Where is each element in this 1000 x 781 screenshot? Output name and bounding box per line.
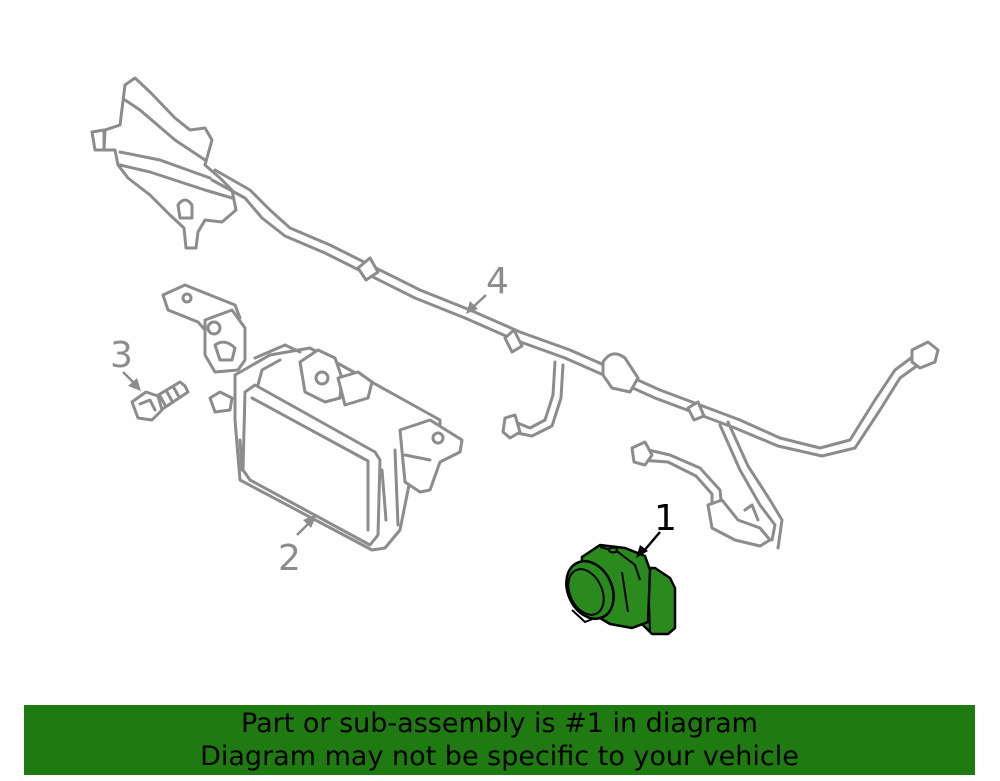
callout-label-1: 1: [654, 498, 677, 539]
wiring-harness-part-4[interactable]: [90, 76, 940, 550]
callout-label-4: 4: [486, 261, 509, 302]
callout-4: 4: [466, 261, 509, 314]
callout-1: 1: [636, 498, 677, 558]
callout-2: 2: [278, 514, 317, 579]
info-banner: Part or sub-assembly is #1 in diagram Di…: [24, 705, 975, 775]
parts-diagram: 1 2 3 4: [90, 76, 940, 636]
callout-3: 3: [110, 335, 141, 391]
banner-line-1: Part or sub-assembly is #1 in diagram: [241, 708, 758, 739]
banner-line-2: Diagram may not be specific to your vehi…: [200, 741, 799, 772]
callout-label-3: 3: [110, 335, 133, 376]
control-module-part-2[interactable]: [161, 283, 464, 552]
callout-label-2: 2: [278, 538, 301, 579]
parking-sensor-part-1[interactable]: [557, 543, 677, 636]
bolt-part-3[interactable]: [130, 380, 190, 422]
